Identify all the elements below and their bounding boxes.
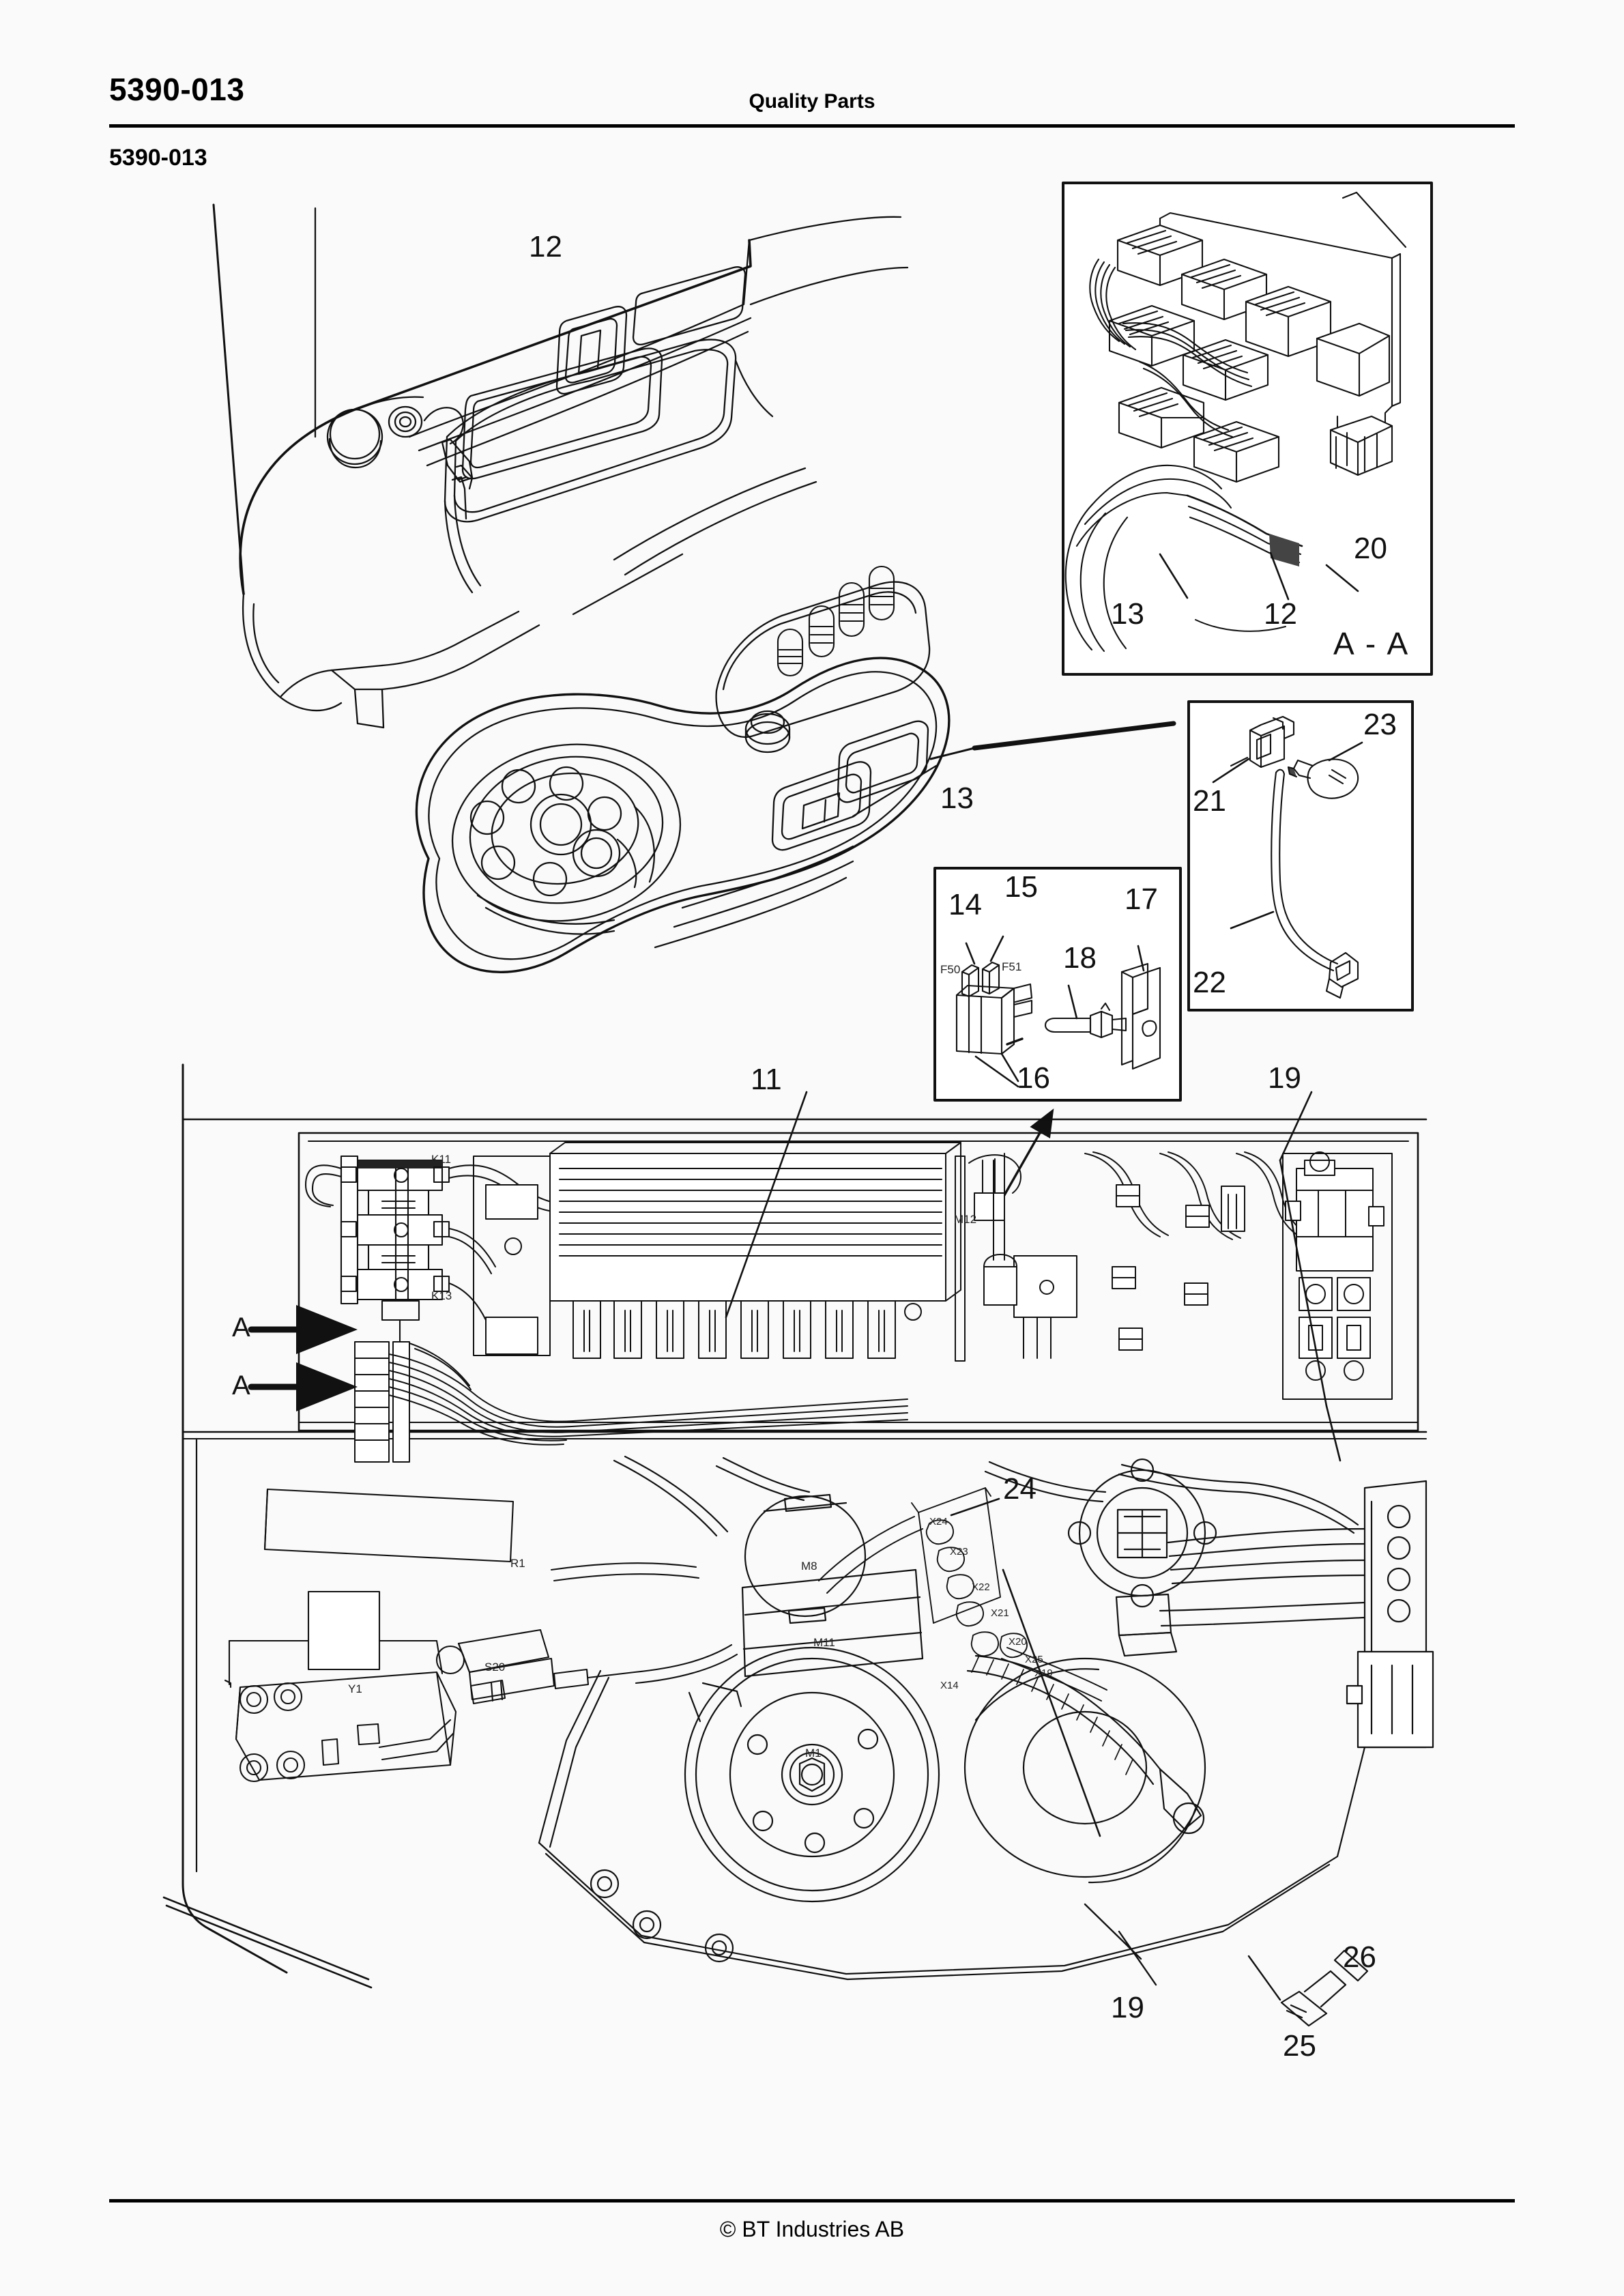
section-marker-a-upper: A [232,1312,250,1343]
callout-25-screw: 25 [1283,2029,1316,2063]
component-label-x22: X22 [972,1581,990,1593]
component-label-s20: S20 [484,1661,506,1674]
component-label-f51: F51 [1002,960,1022,973]
callout-12-dashboard: 12 [529,230,562,263]
callout-13-section: 13 [1111,597,1144,631]
callout-21-clip: 21 [1193,784,1226,818]
component-label-x21: X21 [991,1607,1009,1619]
component-label-m11: M11 [813,1636,835,1649]
page-header-title: Quality Parts [749,90,875,113]
section-code: 5390-013 [109,145,207,171]
page-header-code: 5390-013 [109,72,245,107]
component-label-x25: X25 [1025,1654,1043,1665]
component-label-k13: K13 [431,1289,452,1302]
component-label-m8: M8 [801,1560,817,1573]
callout-15-fuse: 15 [1004,870,1038,904]
header-divider [109,124,1515,128]
callout-14-fuse: 14 [948,888,982,921]
callout-19-contactor: 19 [1268,1061,1301,1095]
callout-20-section: 20 [1354,532,1387,565]
component-label-k11: K11 [431,1153,451,1166]
component-label-f50: F50 [940,963,961,976]
section-view-caption: A - A [1333,626,1410,661]
callout-24-connectors: 24 [1003,1472,1036,1506]
component-label-x24: X24 [929,1516,948,1527]
page-footer-copyright: © BT Industries AB [719,2217,905,2241]
callout-16-holder: 16 [1017,1061,1050,1095]
callout-19-lower: 19 [1111,1991,1144,2024]
callout-17-bracket: 17 [1125,882,1158,916]
component-label-x14: X14 [940,1680,959,1691]
component-label-x20: X20 [1009,1636,1027,1648]
section-marker-a-lower: A [232,1371,250,1401]
footer-divider [109,2199,1515,2202]
component-label-m12: M12 [954,1213,977,1226]
callout-26-pin: 26 [1343,1940,1376,1974]
component-label-r1: R1 [510,1557,525,1570]
component-label-x19: X19 [1034,1667,1053,1679]
callout-11-harness: 11 [751,1063,782,1096]
callout-18-terminal: 18 [1063,941,1097,975]
callout-22-cable-tie: 22 [1193,966,1226,999]
callout-13-console: 13 [940,781,974,815]
callout-23-grommet: 23 [1363,708,1397,741]
component-label-m1: M1 [805,1747,822,1760]
component-label-x23: X23 [950,1546,968,1558]
callout-12-section: 12 [1264,597,1297,631]
component-label-y1: Y1 [348,1682,362,1695]
